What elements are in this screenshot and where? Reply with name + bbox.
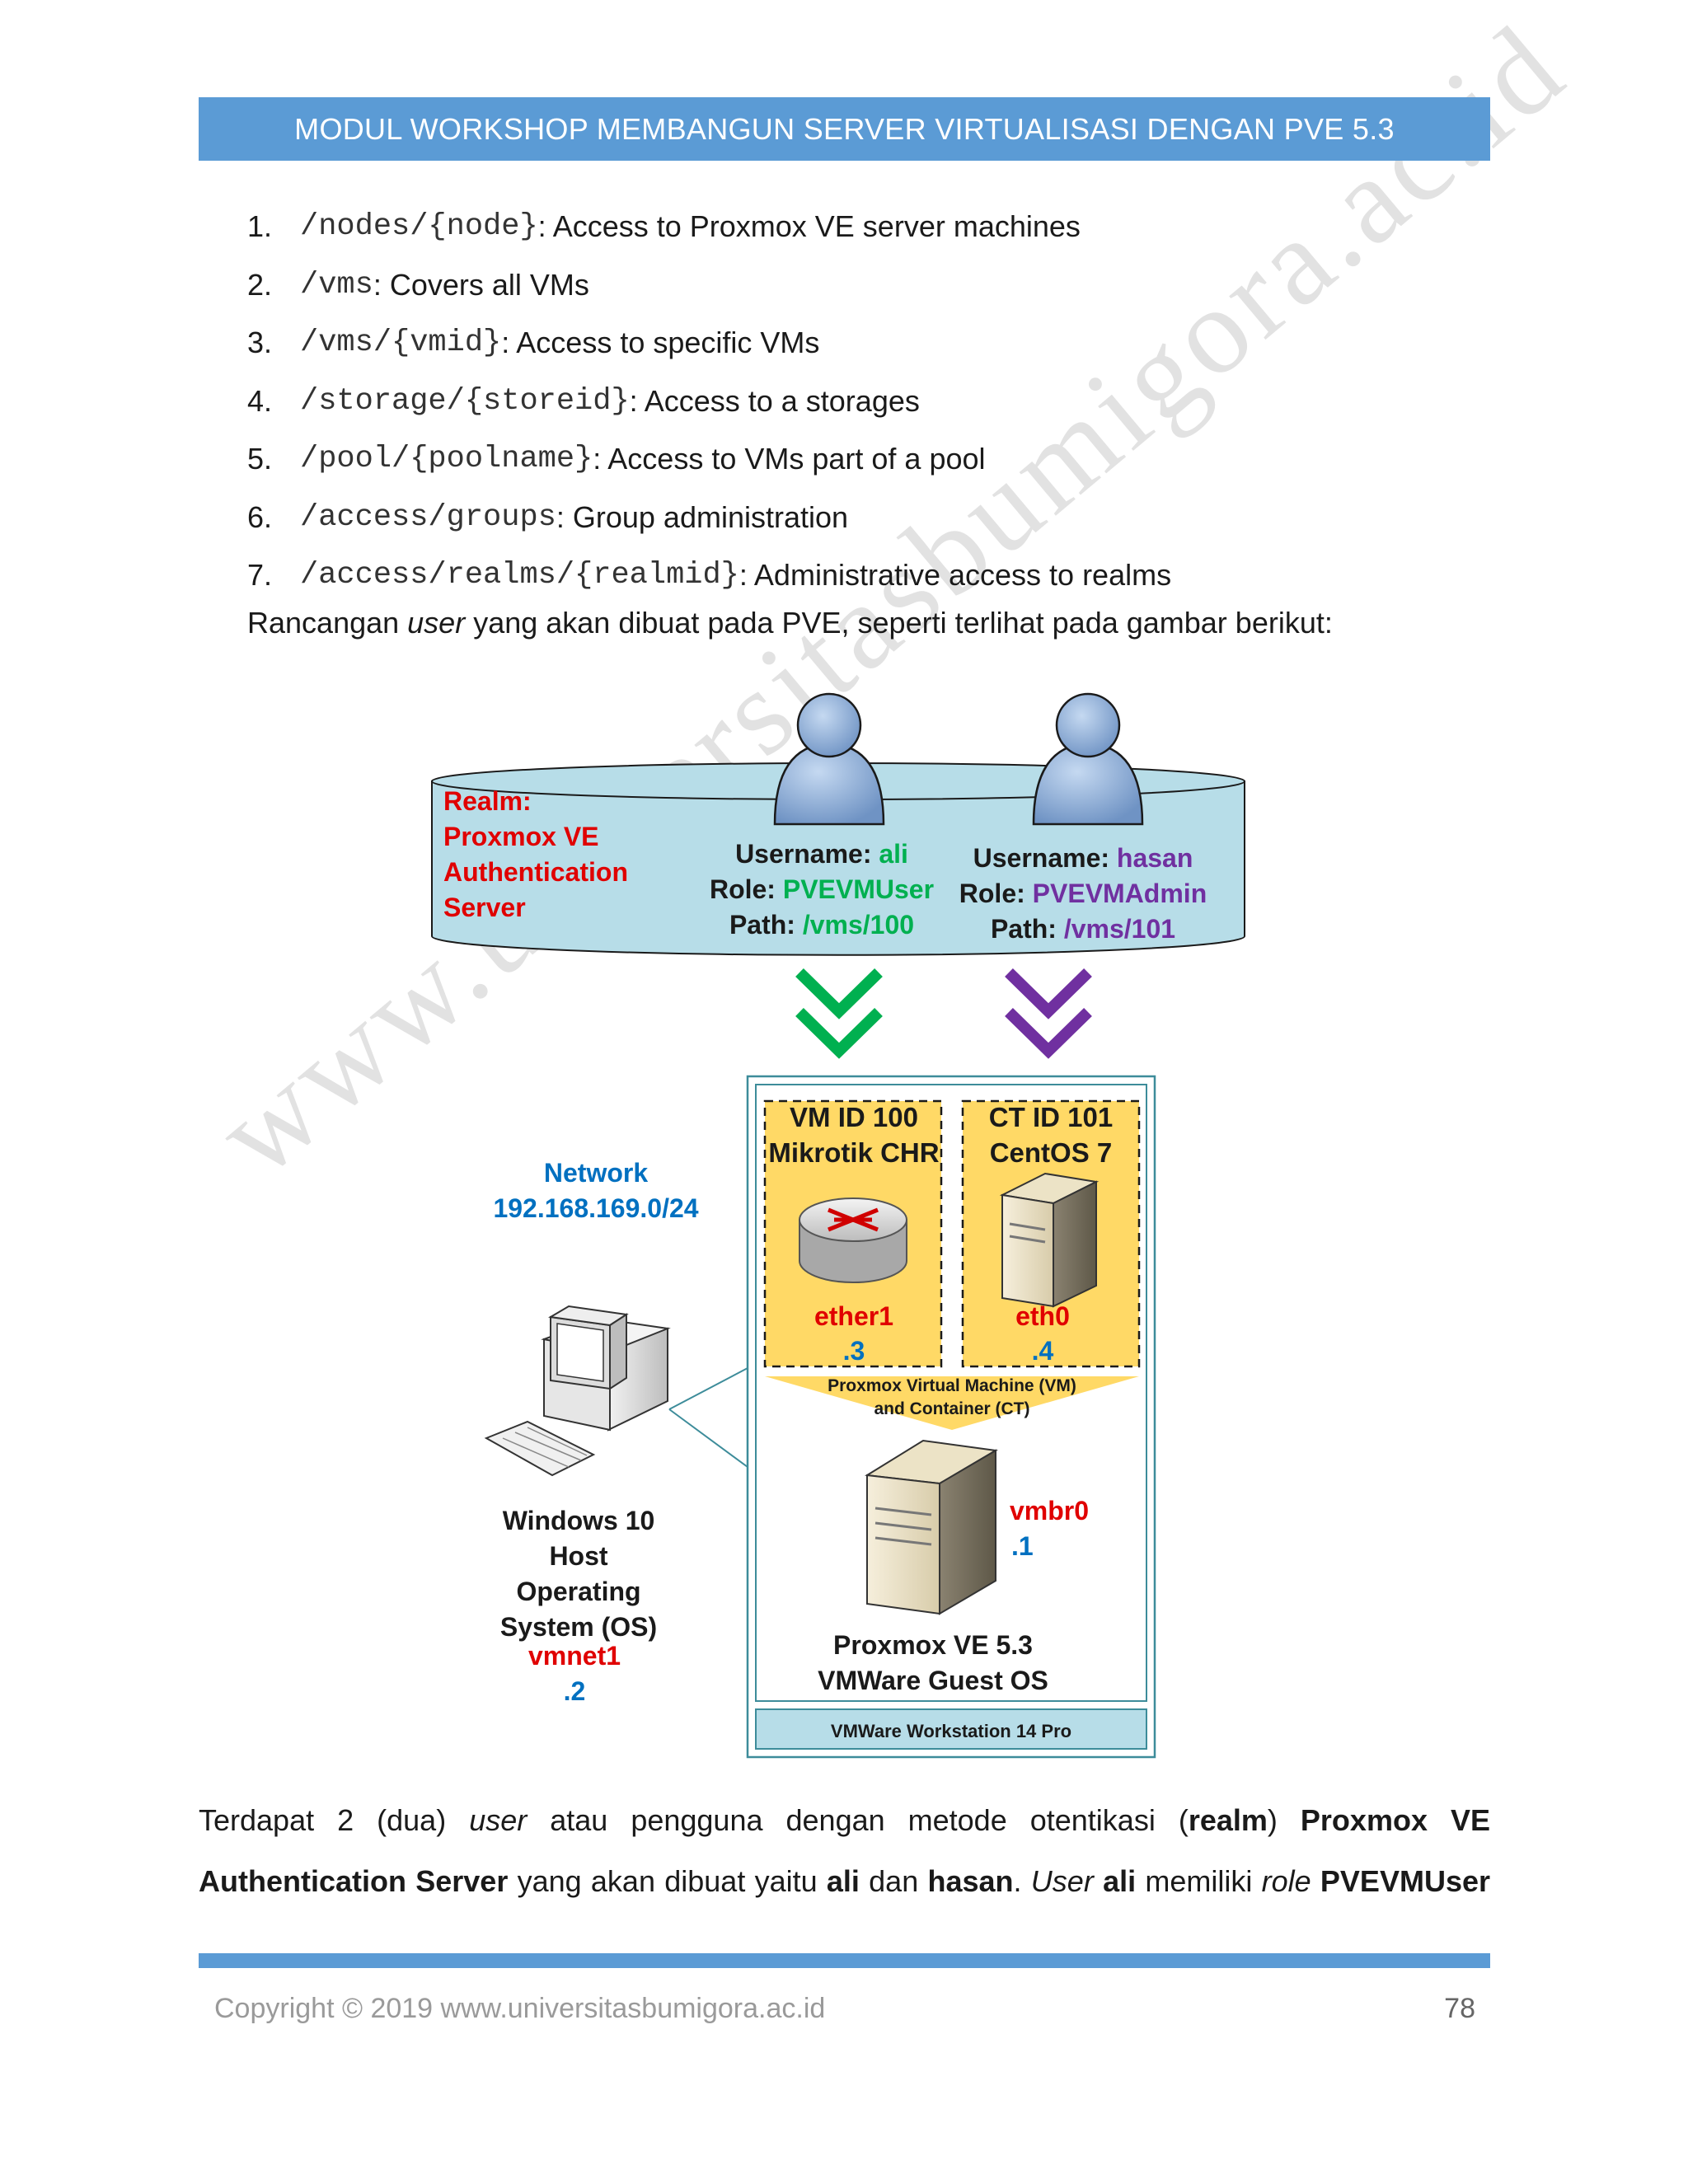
- realm-label: Realm: Proxmox VE Authentication Server: [443, 786, 628, 922]
- list-item: 1./nodes/{node}: Access to Proxmox VE se…: [247, 209, 1081, 245]
- pve-title: Proxmox VE 5.3: [833, 1630, 1033, 1660]
- list-item: 6./access/groups: Group administration: [247, 499, 849, 535]
- text-run: hasan: [927, 1864, 1014, 1898]
- text-run: ): [1267, 1803, 1301, 1837]
- server-icon: [999, 1172, 1100, 1308]
- vm-name: Mikrotik CHR: [768, 1137, 939, 1168]
- paragraph-line-2: Authentication Server yang akan dibuat y…: [199, 1864, 1490, 1899]
- path-code: /pool/{poolname}: [300, 442, 593, 477]
- svg-text:Operating: Operating: [516, 1577, 640, 1606]
- svg-text:Host: Host: [549, 1541, 607, 1571]
- green-chevron-down-icon: [795, 968, 883, 1059]
- proxmox-server-icon: [865, 1439, 998, 1615]
- list-item: 4./storage/{storeid}: Access to a storag…: [247, 383, 920, 419]
- person-icon: [773, 692, 885, 826]
- desktop-computer-icon: [484, 1305, 671, 1477]
- text-run: [1094, 1864, 1103, 1898]
- ct-title: CT ID 101: [989, 1102, 1113, 1132]
- router-icon: [799, 1197, 907, 1283]
- text-run: dan: [859, 1864, 928, 1898]
- text-run: ali: [826, 1864, 860, 1898]
- text-run: Authentication Server: [199, 1864, 509, 1898]
- bridge-address: .1: [1011, 1531, 1034, 1561]
- vm-address: .3: [843, 1336, 865, 1366]
- text-run: atau pengguna dengan metode otentikasi (: [527, 1803, 1189, 1837]
- list-item: 7./access/realms/{realmid}: Administrati…: [247, 558, 1172, 593]
- svg-text:and Container (CT): and Container (CT): [874, 1399, 1030, 1418]
- list-item: 2./vms: Covers all VMs: [247, 267, 589, 302]
- purple-chevron-down-icon: [1005, 968, 1092, 1059]
- svg-text:Role: PVEVMUser: Role: PVEVMUser: [710, 874, 934, 904]
- svg-text:Username: hasan: Username: hasan: [973, 843, 1193, 873]
- path-code: /access/groups: [300, 499, 556, 535]
- workstation-label-box: [755, 1708, 1147, 1750]
- path-code: /vms/{vmid}: [300, 326, 502, 361]
- page-header: MODUL WORKSHOP MEMBANGUN SERVER VIRTUALI…: [199, 97, 1490, 161]
- svg-text:Path: /vms/100: Path: /vms/100: [729, 910, 914, 940]
- svg-text:Authentication: Authentication: [443, 857, 628, 887]
- vm-interface: ether1: [814, 1301, 893, 1331]
- text-run: [1311, 1864, 1320, 1898]
- svg-text:Proxmox VE: Proxmox VE: [443, 822, 599, 851]
- svg-text:Network: Network: [544, 1158, 648, 1188]
- text-run: memiliki: [1136, 1864, 1262, 1898]
- host-label: Windows 10 Host Operating System (OS): [500, 1506, 657, 1642]
- user-hasan-info: Username: hasan Role: PVEVMAdmin Path: /…: [959, 843, 1207, 944]
- text-run: Proxmox VE: [1300, 1803, 1490, 1837]
- svg-text:Role: PVEVMAdmin: Role: PVEVMAdmin: [959, 879, 1207, 908]
- footer-copyright: Copyright © 2019 www.universitasbumigora…: [214, 1993, 826, 2024]
- vm-title: VM ID 100: [790, 1102, 918, 1132]
- network-link: [668, 1367, 748, 1410]
- bridge-interface: vmbr0: [1010, 1496, 1089, 1526]
- path-code: /storage/{storeid}: [300, 383, 630, 419]
- text-run: yang akan dibuat yaitu: [508, 1864, 827, 1898]
- text-run: PVEVMUser: [1320, 1864, 1490, 1898]
- text-run: User: [1030, 1864, 1094, 1898]
- path-code: /vms: [300, 267, 373, 302]
- text-run: realm: [1188, 1803, 1268, 1837]
- ct-address: .4: [1032, 1336, 1054, 1366]
- pve-subtitle: VMWare Guest OS: [818, 1666, 1048, 1695]
- list-item: 5./pool/{poolname}: Access to VMs part o…: [247, 442, 986, 477]
- page-number: 78: [1444, 1993, 1475, 2024]
- text-run: role: [1261, 1864, 1311, 1898]
- acl-path-list: 1./nodes/{node}: Access to Proxmox VE se…: [247, 198, 1171, 605]
- intro-sentence: Rancangan user yang akan dibuat pada PVE…: [247, 606, 1333, 640]
- path-code: /access/realms/{realmid}: [300, 558, 739, 593]
- svg-text:Windows 10: Windows 10: [503, 1506, 655, 1535]
- list-item: 3./vms/{vmid}: Access to specific VMs: [247, 326, 820, 361]
- svg-text:Realm:: Realm:: [443, 786, 532, 816]
- header-title: MODUL WORKSHOP MEMBANGUN SERVER VIRTUALI…: [294, 111, 1395, 146]
- text-run: Terdapat 2 (dua): [199, 1803, 470, 1837]
- host-interface: vmnet1: [528, 1641, 621, 1671]
- host-address: .2: [564, 1676, 586, 1706]
- text-run: .: [1013, 1864, 1031, 1898]
- svg-text:192.168.169.0/24: 192.168.169.0/24: [493, 1193, 698, 1223]
- text-run: ali: [1103, 1864, 1137, 1898]
- vm-ct-funnel: [765, 1376, 1139, 1430]
- ct-name: CentOS 7: [990, 1137, 1113, 1168]
- svg-text:Path: /vms/101: Path: /vms/101: [991, 914, 1175, 944]
- paragraph-line-1: Terdapat 2 (dua) user atau pengguna deng…: [199, 1803, 1490, 1838]
- workstation-label: VMWare Workstation 14 Pro: [831, 1721, 1071, 1741]
- network-link: [668, 1408, 748, 1468]
- svg-text:System (OS): System (OS): [500, 1612, 657, 1642]
- svg-text:Server: Server: [443, 893, 526, 922]
- svg-text:Proxmox Virtual Machine (VM): Proxmox Virtual Machine (VM): [828, 1376, 1076, 1395]
- path-code: /nodes/{node}: [300, 209, 538, 245]
- text-run: user: [469, 1803, 528, 1837]
- ct-interface: eth0: [1015, 1301, 1070, 1331]
- network-label: Network 192.168.169.0/24: [493, 1158, 698, 1223]
- svg-text:Username: ali: Username: ali: [735, 839, 908, 869]
- footer-divider: [199, 1953, 1490, 1968]
- user-ali-info: Username: ali Role: PVEVMUser Path: /vms…: [710, 839, 934, 940]
- person-icon: [1032, 692, 1144, 826]
